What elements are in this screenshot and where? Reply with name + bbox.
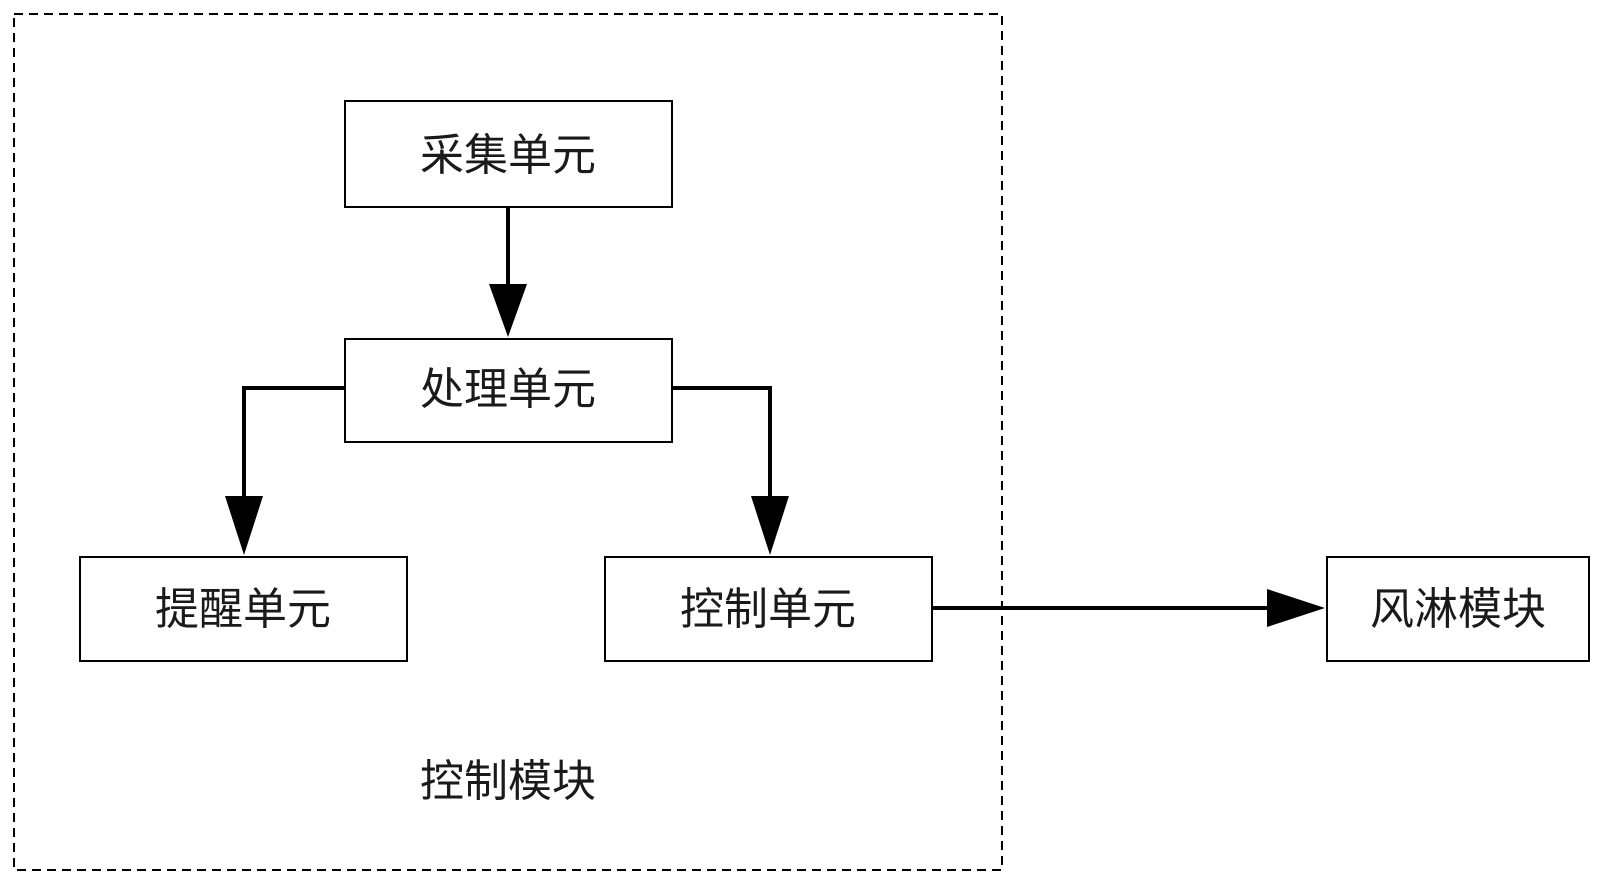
node-control-label: 控制单元 bbox=[680, 584, 856, 635]
edge-process-to-remind bbox=[225, 386, 345, 555]
control-module-group bbox=[13, 13, 1003, 871]
control-module-label: 控制模块 bbox=[420, 756, 596, 807]
node-remind-label: 提醒单元 bbox=[155, 584, 331, 635]
node-collect-label: 采集单元 bbox=[420, 130, 596, 181]
node-remind-unit: 提醒单元 bbox=[79, 556, 408, 662]
node-air-shower-module: 风淋模块 bbox=[1326, 556, 1590, 662]
edge-process-to-control bbox=[672, 386, 789, 555]
edge-control-to-air-shower bbox=[932, 589, 1325, 627]
node-collect-unit: 采集单元 bbox=[344, 100, 673, 208]
node-air-shower-label: 风淋模块 bbox=[1370, 584, 1546, 635]
node-control-unit: 控制单元 bbox=[604, 556, 933, 662]
node-process-label: 处理单元 bbox=[420, 364, 596, 415]
edge-collect-to-process bbox=[489, 207, 527, 337]
node-process-unit: 处理单元 bbox=[344, 338, 673, 443]
